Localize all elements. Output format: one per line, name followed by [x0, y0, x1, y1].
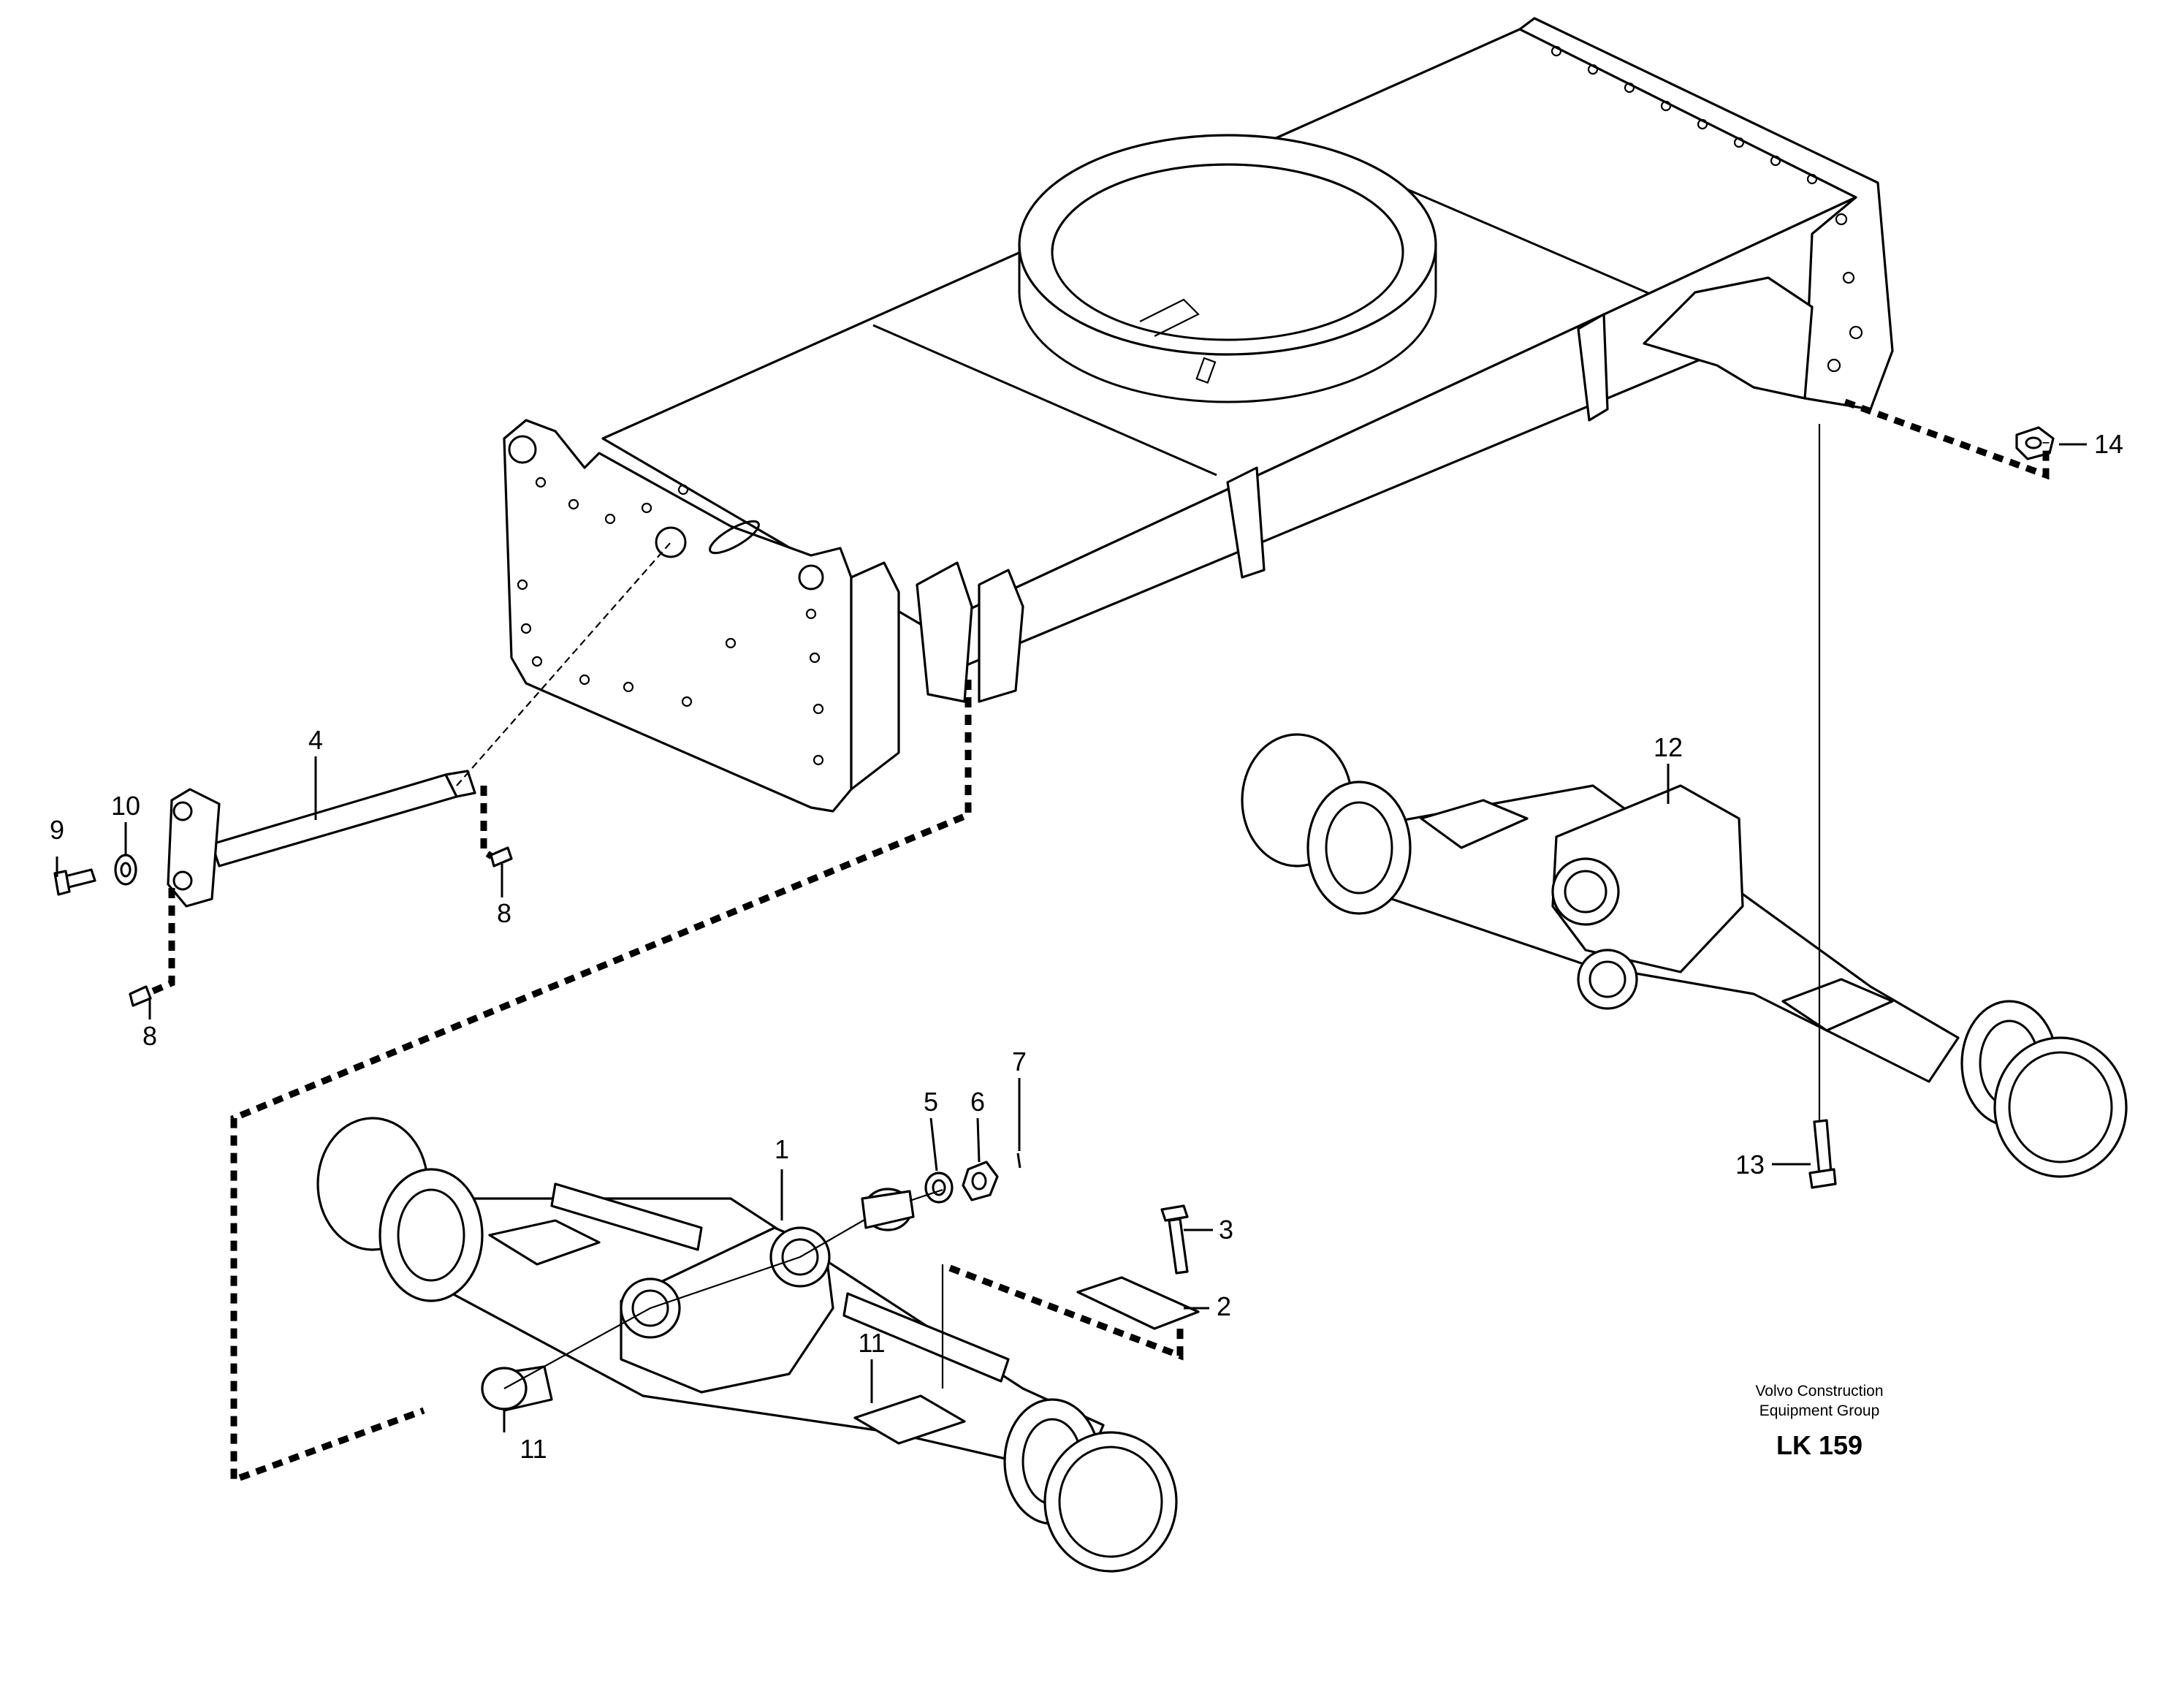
- callout-3: 3: [1219, 1215, 1233, 1245]
- callout-12: 12: [1654, 732, 1683, 762]
- pivot-pin: [210, 770, 476, 867]
- slewing-ring: [1018, 134, 1437, 403]
- callout-9: 9: [50, 815, 64, 845]
- washer-5: [924, 1172, 954, 1204]
- callout-7: 7: [1012, 1047, 1027, 1076]
- leader-lines: [56, 443, 2087, 1432]
- cotter-pin-7: [1016, 1153, 1021, 1169]
- bushing-11-bottom: [481, 1365, 553, 1412]
- callout-14: 14: [2094, 429, 2123, 459]
- callout-13: 13: [1735, 1150, 1765, 1180]
- pin-bracket: [167, 788, 221, 908]
- callout-8-top: 8: [497, 898, 511, 928]
- plate-2: [1076, 1276, 1200, 1330]
- rear-plate-holes: [1551, 45, 1863, 373]
- washer-10: [114, 854, 137, 886]
- front-axle: [316, 1117, 1178, 1573]
- grease-nipple-bottom: [129, 985, 152, 1007]
- bushing-11-top: [861, 1188, 915, 1231]
- rear-axle: [1241, 733, 2128, 1178]
- footer-credit: Volvo Construction Equipment Group LK 15…: [1755, 1383, 1883, 1460]
- callout-4: 4: [308, 725, 323, 755]
- assembly-lines: [456, 424, 1821, 1389]
- front-plate-holes: [508, 435, 824, 766]
- callout-2: 2: [1217, 1291, 1231, 1321]
- callout-10: 10: [111, 791, 140, 821]
- company-line-1: Volvo Construction: [1755, 1383, 1883, 1400]
- callout-11-top: 11: [858, 1328, 885, 1358]
- nut-6: [962, 1161, 999, 1201]
- callout-11-bottom: 11: [520, 1434, 547, 1464]
- bolt-3: [1160, 1204, 1189, 1275]
- callout-labels: 1 2 3 4 5 6 7 8 8 9 10 11 11 12 13 14: [50, 429, 2123, 1464]
- grease-nipple-top: [490, 846, 513, 867]
- frame: [503, 17, 1894, 813]
- bolt-9: [53, 868, 96, 896]
- dashed-install-lines: [148, 398, 2050, 1485]
- callout-1: 1: [775, 1134, 789, 1164]
- company-line-2: Equipment Group: [1759, 1402, 1880, 1419]
- callout-8-bottom: 8: [142, 1021, 157, 1051]
- drawing-code: LK 159: [1776, 1430, 1863, 1460]
- bolt-13: [1808, 1119, 1837, 1189]
- callout-5: 5: [924, 1087, 938, 1117]
- callout-6: 6: [970, 1087, 985, 1117]
